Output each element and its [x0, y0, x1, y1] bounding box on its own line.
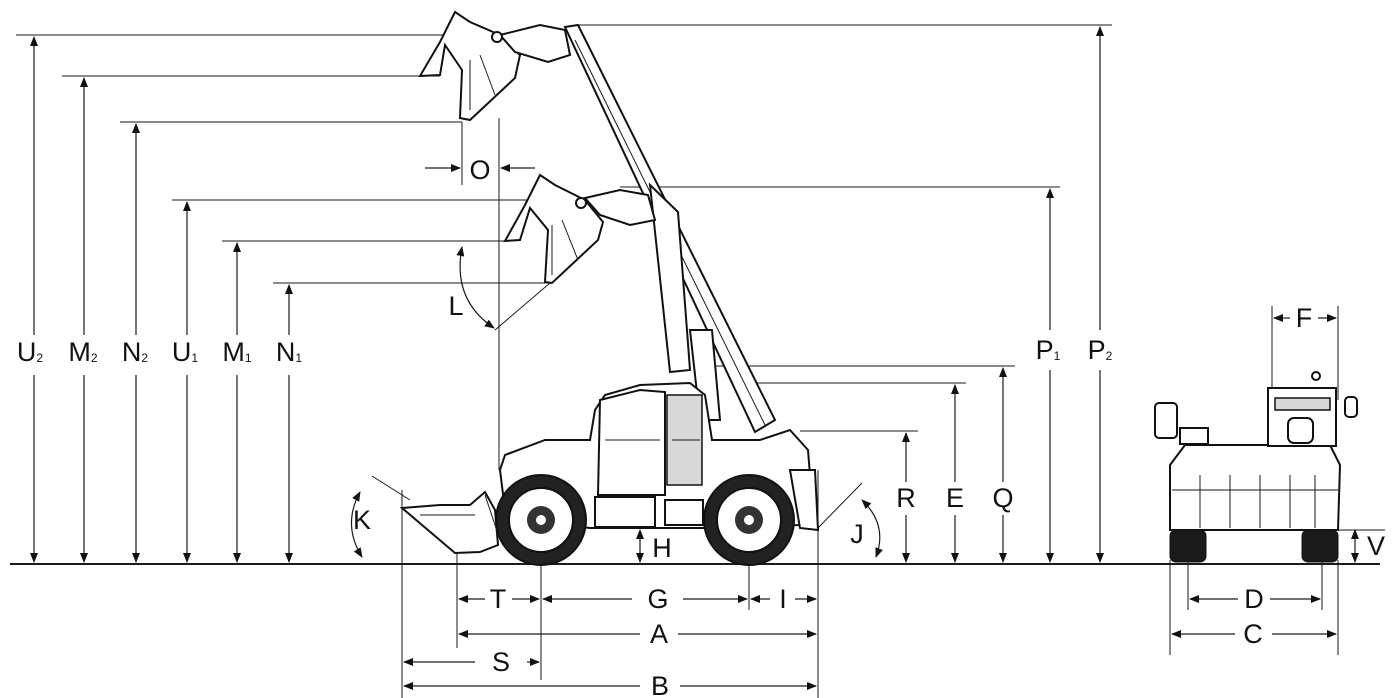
upper-bucket: [418, 10, 572, 122]
label-r: R: [896, 483, 916, 513]
label-t: T: [490, 584, 507, 614]
label-f: F: [1296, 303, 1313, 333]
label-m1: M1: [222, 337, 252, 367]
label-l: L: [448, 291, 463, 321]
label-b: B: [651, 671, 669, 698]
label-n1: N1: [276, 337, 303, 367]
rear-wheel: [703, 474, 795, 566]
horizontal-dimension-arrows: [401, 470, 819, 698]
label-e: E: [946, 483, 964, 513]
label-u2: U2: [17, 337, 44, 367]
telehandler-rear-view: [1154, 371, 1358, 563]
label-m2: M2: [68, 337, 98, 367]
front-wheel: [495, 474, 587, 566]
label-p2: P2: [1088, 335, 1113, 365]
lowered-bucket: [399, 490, 501, 555]
label-i: I: [779, 584, 787, 614]
label-p1: P1: [1036, 335, 1061, 365]
angle-indicators: [350, 246, 883, 558]
label-k: K: [353, 505, 371, 535]
label-j: J: [850, 519, 864, 549]
label-c: C: [1243, 619, 1263, 649]
rear-dimension-arrows: [1169, 306, 1339, 655]
label-o: O: [469, 155, 490, 185]
label-v: V: [1367, 531, 1385, 561]
dimension-labels: U2 M2 N2 U1 M1 N1 P1 P2 O L K J H R E Q …: [17, 155, 1385, 698]
label-a: A: [650, 619, 668, 649]
label-d: D: [1244, 584, 1264, 614]
label-u1: U1: [172, 337, 199, 367]
vertical-dimension-arrows: [30, 26, 1385, 563]
label-h: H: [652, 533, 672, 563]
label-q: Q: [992, 483, 1013, 513]
label-s: S: [492, 647, 510, 677]
counterweight: [788, 469, 820, 532]
telehandler-side-view: [399, 10, 820, 566]
label-g: G: [647, 584, 668, 614]
middle-bucket: [494, 173, 657, 331]
label-n2: N2: [122, 337, 149, 367]
height-reference-lines: [16, 24, 1112, 470]
